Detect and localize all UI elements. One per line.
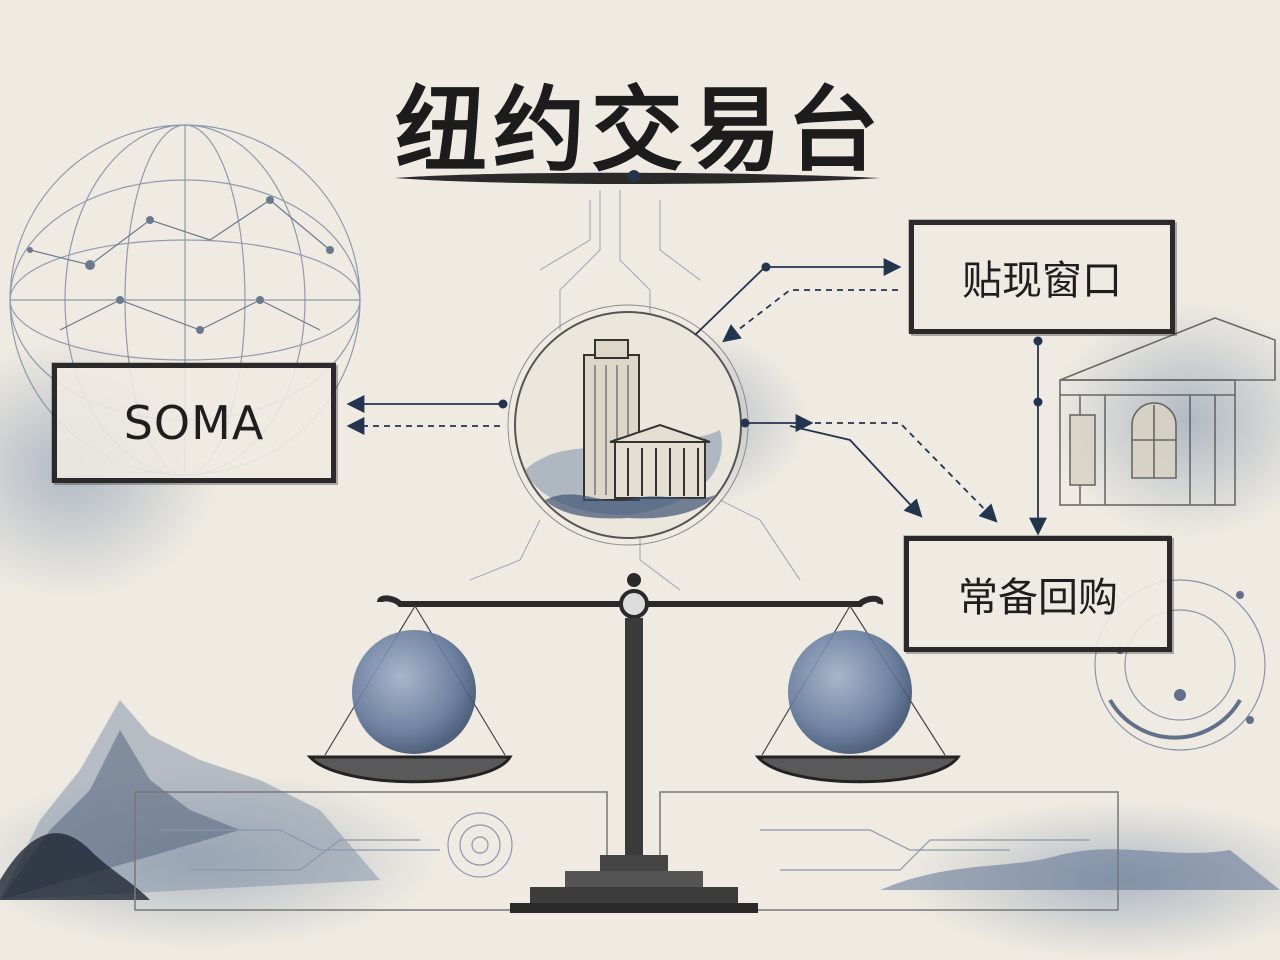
node-discount-window-label: 贴现窗口 [962,258,1122,304]
diagram-title: 纽约交易台 [394,76,885,184]
balance-scale-icon [306,573,961,913]
skyscraper-building-icon [507,304,749,546]
mountain-landscape-icon [0,700,1280,900]
node-standing-repo-label: 常备回购 [958,575,1118,621]
node-discount-window: 贴现窗口 [909,220,1175,334]
arrow-discount-to-hub-dashed [722,289,898,343]
arrow-hub-to-repo-2 [789,425,923,518]
network-ring-icon [1094,579,1266,751]
arrow-hub-to-discount [694,258,902,336]
title-brush-stroke [395,170,880,184]
node-soma: SOMA [52,363,336,483]
bottom-circuit-panels [134,791,1119,911]
classical-bank-icon [1059,317,1276,506]
node-soma-label: SOMA [123,396,265,450]
node-standing-repo: 常备回购 [904,536,1172,652]
arrows [346,258,1047,536]
